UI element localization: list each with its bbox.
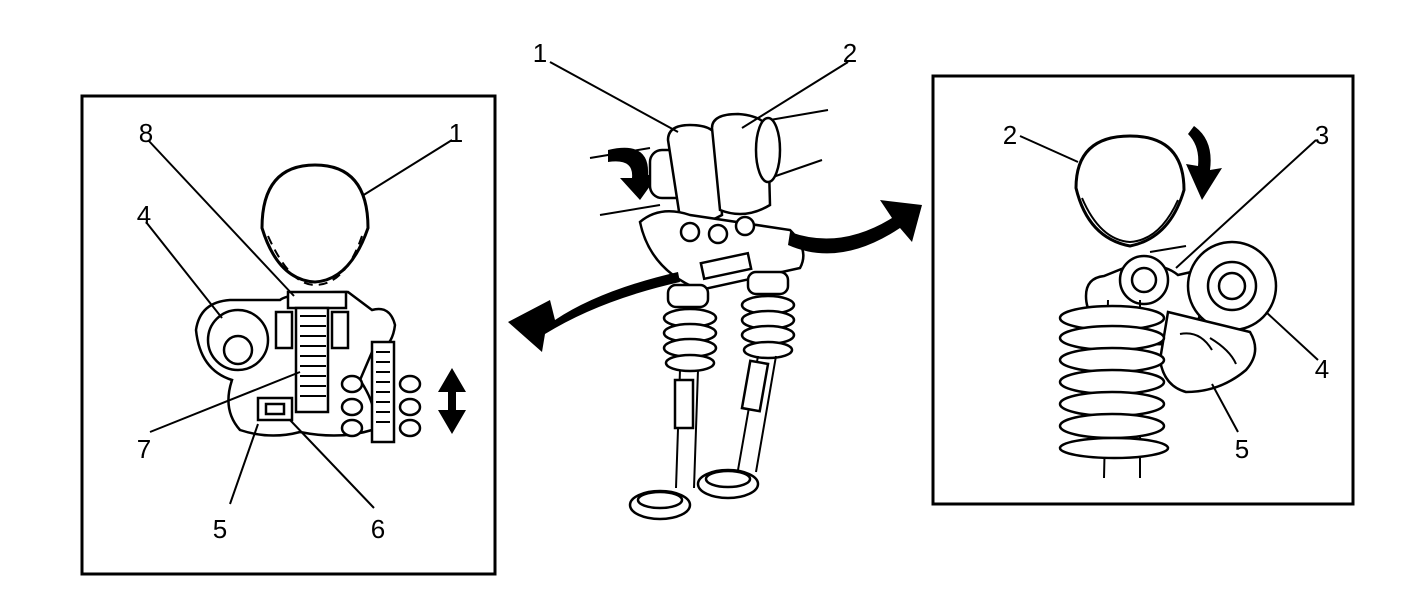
right-callout-2: 2 xyxy=(1003,120,1017,150)
left-callout-4: 4 xyxy=(137,200,151,230)
left-callout-6: 6 xyxy=(371,514,385,544)
valve-spring-left xyxy=(662,283,718,373)
right-callout-4: 4 xyxy=(1315,354,1329,384)
left-panel: 8 1 4 7 5 6 xyxy=(80,94,497,576)
arrow-to-left-panel-icon xyxy=(508,272,680,352)
up-down-arrow-icon xyxy=(438,368,466,434)
right-panel-frame xyxy=(931,74,1355,506)
center-assembly: 1 2 xyxy=(508,38,922,521)
left-callout-8: 8 xyxy=(139,118,153,148)
center-callout-2: 2 xyxy=(843,38,857,68)
left-panel-frame xyxy=(80,94,497,576)
right-panel: 2 3 4 5 xyxy=(931,74,1355,506)
left-cam-lobe xyxy=(260,163,370,284)
right-callout-5: 5 xyxy=(1235,434,1249,464)
rotation-arrow-icon xyxy=(608,147,660,200)
center-callout-1: 1 xyxy=(533,38,547,68)
right-callout-3: 3 xyxy=(1315,120,1329,150)
arrow-to-right-panel-icon xyxy=(788,200,922,254)
left-callout-7: 7 xyxy=(137,434,151,464)
valve-spring-right xyxy=(740,270,796,360)
right-rotation-arrow-icon xyxy=(1186,126,1222,200)
left-callout-1: 1 xyxy=(449,118,463,148)
right-cam-lobe xyxy=(1074,134,1186,248)
left-callout-5: 5 xyxy=(213,514,227,544)
right-valve-spring xyxy=(1058,299,1170,479)
